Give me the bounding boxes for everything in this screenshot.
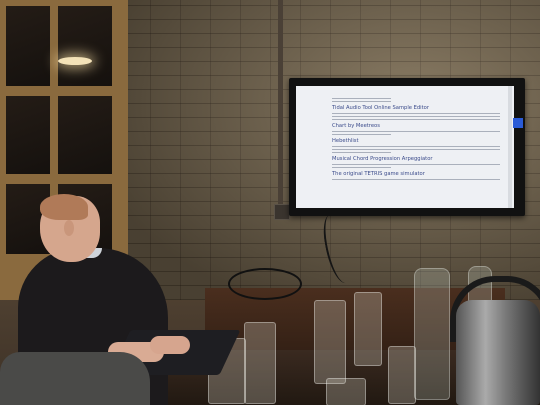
text-line — [332, 146, 500, 147]
text-line — [332, 134, 391, 135]
window-pane — [6, 6, 50, 86]
tv-screen: Tidal Audio Tool Online Sample Editor Ch… — [296, 86, 514, 208]
wall-pipe — [278, 0, 283, 215]
window-frame — [0, 0, 128, 300]
text-line — [332, 98, 391, 99]
person-ear — [64, 220, 74, 236]
section-heading: Chart by Meetreos — [332, 123, 380, 129]
text-line — [332, 179, 500, 180]
drinking-glass — [326, 378, 366, 405]
text-line — [332, 164, 500, 165]
text-line — [332, 113, 500, 114]
page-scrollbar — [508, 86, 512, 208]
text-line — [332, 101, 391, 102]
person-hand — [150, 336, 190, 354]
cable-tangle — [228, 268, 302, 300]
drinking-glass — [314, 300, 346, 384]
text-line — [332, 167, 391, 168]
text-line — [332, 131, 500, 132]
section-heading: Tidal Audio Tool Online Sample Editor — [332, 105, 429, 111]
glass-bottle — [414, 268, 450, 400]
drinking-glass — [244, 322, 276, 404]
drinking-glass — [388, 346, 416, 404]
text-line — [332, 152, 391, 153]
section-heading: Musical Chord Progression Arpeggiator — [332, 156, 433, 162]
browser-side-tab — [513, 118, 523, 128]
metal-kettle — [456, 300, 540, 405]
drinking-glass — [354, 292, 382, 366]
section-heading: The original TETRIS game simulator — [332, 171, 425, 177]
web-page-document: Tidal Audio Tool Online Sample Editor Ch… — [332, 96, 500, 208]
person-hair — [40, 194, 88, 220]
text-line — [332, 119, 500, 120]
text-line — [332, 149, 500, 150]
kettle-handle — [450, 276, 540, 342]
window-pane — [6, 96, 50, 174]
window-pane — [58, 6, 112, 86]
armchair — [0, 352, 150, 405]
window-pane — [58, 96, 112, 174]
ceiling-lamp — [58, 57, 92, 65]
section-heading: Hebethlist — [332, 138, 359, 144]
wall-socket — [274, 204, 290, 220]
tv-monitor: Tidal Audio Tool Online Sample Editor Ch… — [289, 78, 525, 216]
text-line — [332, 116, 500, 117]
